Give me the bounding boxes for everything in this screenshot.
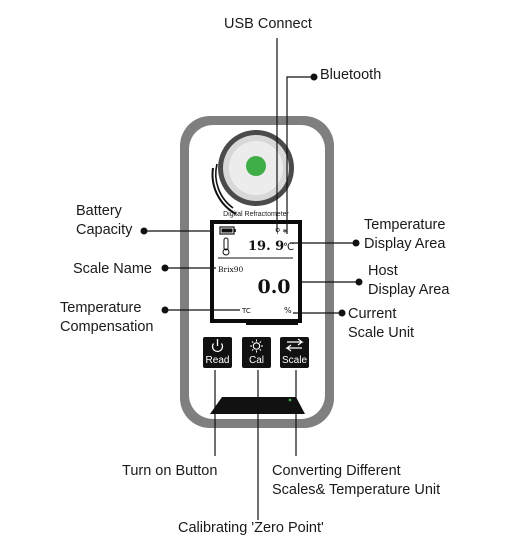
converting-scales-label: Converting Different Scales& Temperature… (272, 462, 440, 500)
current-unit-line1: Current (348, 306, 397, 322)
battery-icon (219, 226, 236, 235)
leader-dots (140, 73, 363, 317)
prism-green-dot (246, 156, 266, 176)
temp-display-line2: Display Area (364, 236, 446, 252)
bluetooth-leader (286, 76, 312, 234)
compensation-unit: TC (241, 307, 251, 315)
host-display-line1: Host (368, 263, 398, 279)
prism-lens (211, 130, 294, 215)
lcd-screen: ⚲ ∗ 19. 9 ℃ Brix90 0.0 TC % (210, 220, 302, 325)
battery-label-line2: Capacity (76, 222, 133, 238)
temp-comp-line2: Compensation (60, 319, 154, 335)
device-header-text: Digital Refractometer (223, 211, 289, 218)
main-display-value: 0.0 (257, 276, 290, 298)
host-display-label: Host Display Area (368, 262, 449, 300)
scale-button[interactable]: Scale (280, 337, 309, 368)
battery-capacity-label: Battery Capacity (76, 202, 132, 240)
scale-unit: % (284, 306, 292, 315)
power-icon (211, 339, 224, 353)
turn-on-button-label: Turn on Button (122, 463, 218, 479)
thermometer-icon (222, 237, 230, 256)
read-button-label: Read (206, 355, 230, 366)
cal-button-label: Cal (249, 355, 264, 366)
read-button[interactable]: Read (203, 337, 232, 368)
bluetooth-label: Bluetooth (320, 67, 382, 83)
cal-button[interactable]: Cal (242, 337, 271, 368)
current-unit-line2: Scale Unit (348, 325, 415, 341)
temperature-value: 19. 9 (248, 239, 284, 254)
temp-comp-line1: Temperature (60, 300, 142, 316)
scale-name-value: Brix90 (218, 265, 243, 274)
scale-button-label: Scale (282, 355, 307, 366)
current-scale-unit-label: Current Scale Unit (348, 305, 414, 343)
scale-name-label: Scale Name (73, 261, 152, 277)
swap-arrows-icon (285, 338, 304, 352)
converting-line1: Converting Different (272, 463, 401, 479)
sun-icon (250, 339, 263, 353)
temperature-unit: ℃ (283, 242, 294, 253)
calibrating-zero-label: Calibrating 'Zero Point' (178, 520, 324, 536)
leader-lines (146, 38, 357, 520)
temperature-compensation-label: Temperature Compensation (60, 299, 154, 337)
battery-label-line1: Battery (76, 203, 122, 219)
converting-line2: Scales& Temperature Unit (272, 482, 441, 498)
host-display-line2: Display Area (368, 282, 450, 298)
temperature-display-label: Temperature Display Area (364, 216, 445, 254)
usb-bt-status-icons: ⚲ ∗ (275, 228, 288, 235)
usb-connect-label: USB Connect (224, 16, 312, 32)
temp-display-line1: Temperature (364, 217, 446, 233)
